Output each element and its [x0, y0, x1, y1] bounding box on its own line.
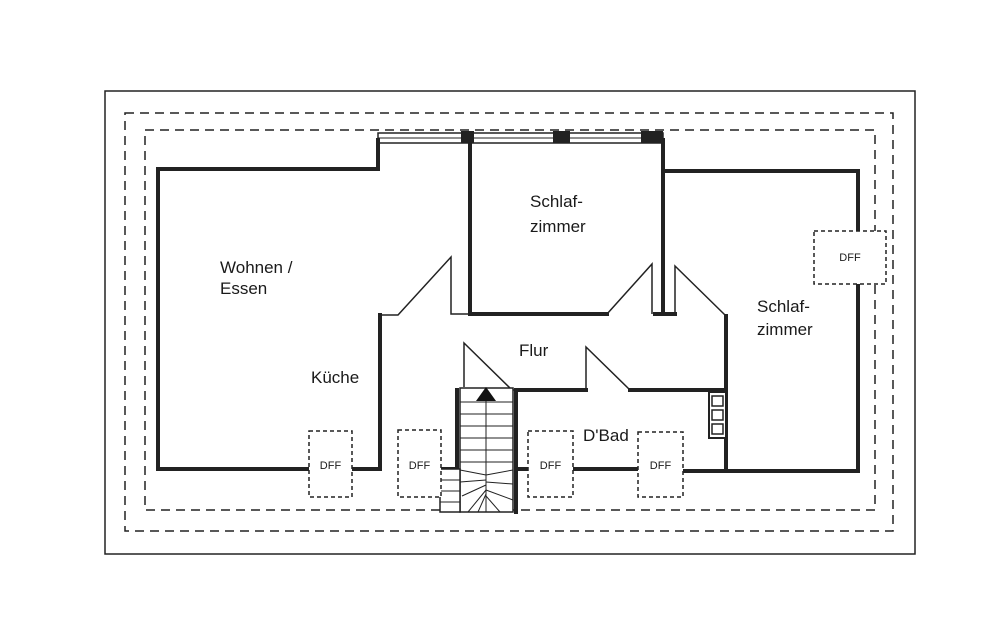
roof-outline-outer	[124, 112, 894, 532]
room-label-flur: Flur	[519, 341, 549, 360]
room-label-schlafzimmer-top-line2: zimmer	[530, 217, 586, 236]
skylight-label: DFF	[839, 252, 861, 264]
stair-direction-arrow-icon	[476, 387, 496, 401]
room-label-wohnen-line2: Essen	[220, 279, 267, 298]
skylight: DFF	[813, 230, 887, 285]
skylight: DFF	[308, 430, 353, 498]
skylight-label: DFF	[650, 460, 672, 472]
room-label-schlafzimmer-right-line1: Schlaf-	[757, 297, 810, 316]
bath-fixtures	[708, 391, 727, 439]
room-label-bad: D'Bad	[583, 426, 629, 445]
room-label-kueche: Küche	[311, 368, 359, 387]
slope-lines	[382, 255, 727, 391]
skylight: DFF	[637, 431, 684, 498]
walls	[156, 138, 860, 514]
skylight-label: DFF	[540, 460, 562, 472]
staircase	[439, 387, 514, 513]
room-label-schlafzimmer-right-line2: zimmer	[757, 320, 813, 339]
skylight: DFF	[527, 430, 574, 498]
room-label-schlafzimmer-top-line1: Schlaf-	[530, 192, 583, 211]
skylight-label: DFF	[320, 460, 342, 472]
skylight-label: DFF	[409, 460, 431, 472]
window-strip	[377, 131, 664, 144]
room-label-wohnen-line1: Wohnen /	[220, 258, 293, 277]
skylight: DFF	[397, 429, 442, 498]
outer-frame	[104, 90, 916, 555]
